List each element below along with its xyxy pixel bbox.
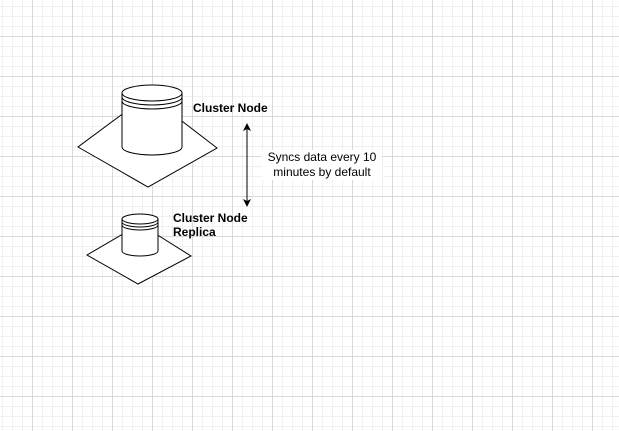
- replica-node-label-line2: Replica: [173, 225, 216, 239]
- replica-node-label: Cluster Node Replica: [173, 211, 263, 239]
- primary-node-database-icon[interactable]: [121, 84, 183, 156]
- sync-note-line1: Syncs data every 10: [267, 150, 377, 164]
- primary-node-label: Cluster Node: [193, 101, 268, 115]
- replica-node-database-icon[interactable]: [121, 213, 159, 257]
- replica-node-label-line1: Cluster Node: [173, 211, 248, 225]
- sync-note: Syncs data every 10 minutes by default: [262, 150, 382, 180]
- sync-note-line2: minutes by default: [273, 165, 371, 179]
